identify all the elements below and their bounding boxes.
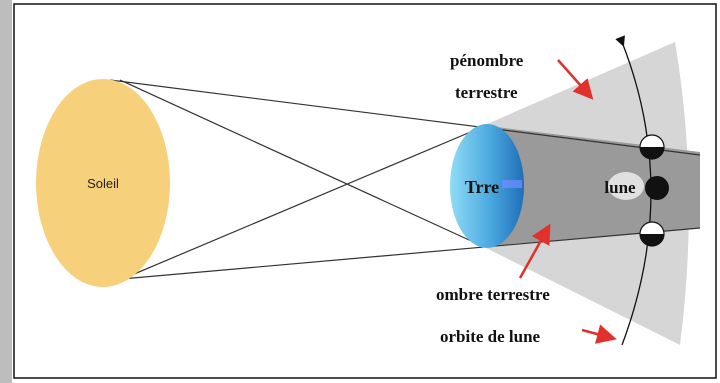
moon-label: lune: [604, 178, 636, 197]
penumbra-label-line1: pénombre: [450, 51, 524, 70]
light-rays: [109, 79, 701, 281]
orbit-arrow: [581, 324, 617, 344]
sun: [36, 79, 170, 287]
orbit-label: orbite de lune: [440, 327, 541, 346]
moon-top: [639, 134, 665, 160]
ray-cross-down: [119, 79, 481, 246]
left-margin-strip: [0, 0, 12, 383]
earth: [450, 124, 524, 248]
penumbra-arrow: [557, 59, 594, 100]
penumbra-label-line2: terrestre: [455, 83, 518, 102]
moon-phases: [639, 134, 669, 247]
moon-eclipsed: [645, 176, 669, 200]
umbra-arrow: [518, 223, 551, 279]
moon-label-backdrop: [608, 172, 644, 200]
earth-label: Trre: [465, 177, 499, 197]
ray-cross-up: [119, 127, 481, 281]
moon-bottom: [639, 221, 665, 247]
sun-label: Soleil: [87, 176, 119, 191]
ray-bottom-outer: [109, 227, 701, 281]
umbra-label: ombre terrestre: [436, 285, 550, 304]
ray-top-outer: [109, 79, 701, 156]
earth-marker: [502, 180, 522, 188]
